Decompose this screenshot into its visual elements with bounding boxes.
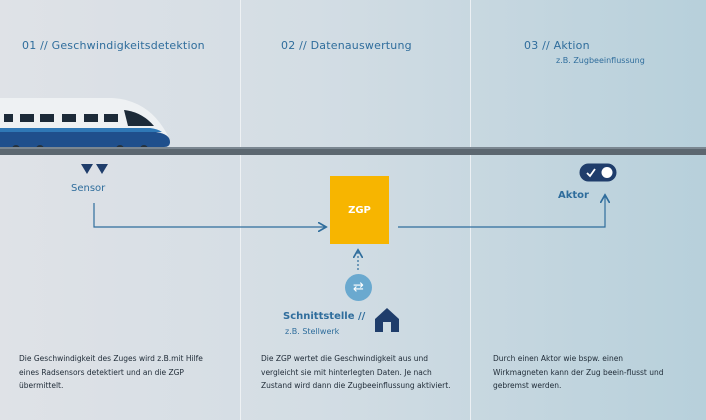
step-3-subtitle: z.B. Zugbeeinflussung	[556, 56, 645, 65]
zgp-to-actor-line	[398, 196, 605, 228]
step-1-title: 01 // Geschwindigkeitsdetektion	[22, 39, 205, 52]
train-icon	[0, 98, 170, 153]
step-2-title: 02 // Datenauswertung	[281, 39, 412, 52]
toggle-icon	[579, 163, 617, 182]
rail-track-top	[0, 147, 706, 149]
interface-sublabel: z.B. Stellwerk	[285, 327, 340, 336]
interface-label: Schnittstelle //	[283, 311, 366, 322]
column-divider-2	[470, 0, 471, 420]
actor-label: Aktor	[558, 190, 589, 201]
column-divider-1	[240, 0, 241, 420]
description-step-3: Durch einen Aktor wie bspw. einen Wirkma…	[493, 354, 664, 390]
description-step-1: Die Geschwindigkeit des Zuges wird z.B.m…	[19, 354, 203, 390]
swap-icon: ⇄	[345, 274, 372, 301]
description-step-2: Die ZGP wertet die Geschwindigkeit aus u…	[261, 354, 451, 390]
sensor-icon	[81, 164, 108, 174]
zgp-label: ZGP	[348, 204, 371, 216]
step-3-title: 03 // Aktion	[524, 39, 590, 52]
sensor-to-zgp-line	[93, 203, 325, 227]
sensor-label: Sensor	[71, 183, 106, 194]
zgp-box: ZGP	[330, 176, 389, 244]
house-icon	[375, 308, 399, 332]
rail-track	[0, 148, 706, 155]
